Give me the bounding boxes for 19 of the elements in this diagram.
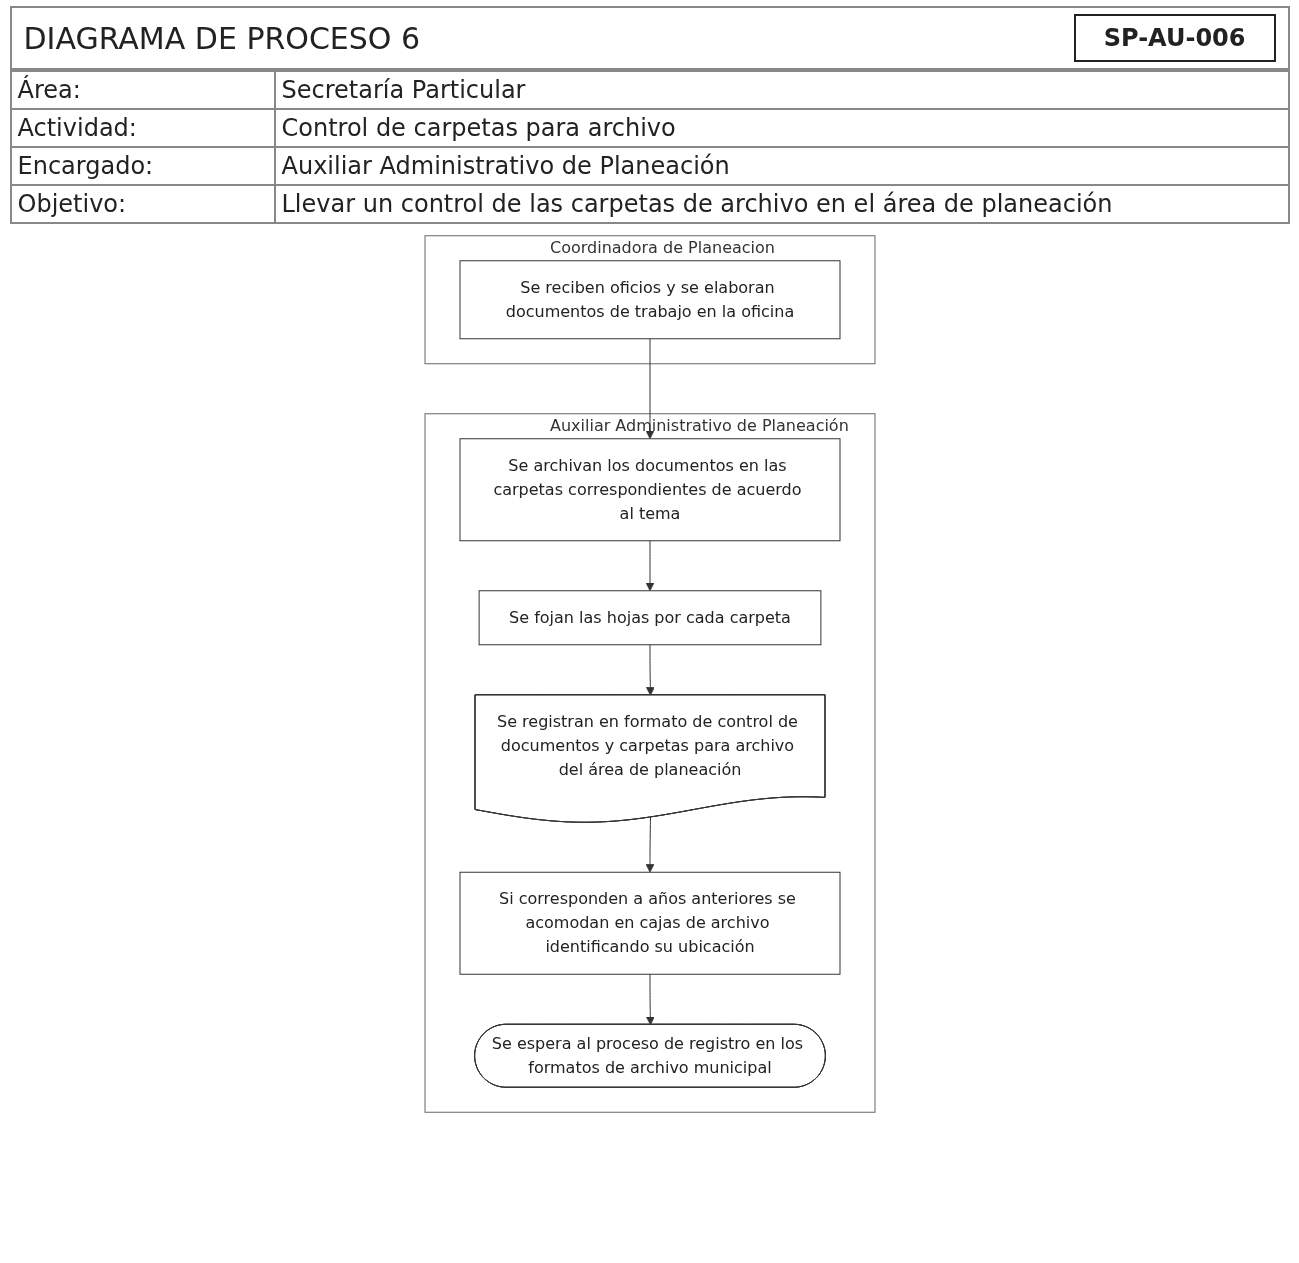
arrow — [645, 973, 655, 1026]
node-box: Se archivan los documentos en las carpetas correspondientes de acuerdo al tema — [459, 438, 840, 542]
node-box: Si corresponden a años anteriores se acomodan en cajas de archivo identificando su ubicación — [459, 871, 840, 975]
arrow — [645, 540, 654, 592]
document-code: SP-AU-006 — [1073, 14, 1276, 62]
node-box: Se fojan las hojas por cada carpeta — [478, 590, 821, 646]
diagram-title: DIAGRAMA DE PROCESO 6 — [23, 20, 421, 56]
field-value: Secretaría Particular — [274, 71, 1289, 109]
field-label: Área: — [10, 71, 275, 109]
arrow — [645, 338, 654, 440]
field-value: Llevar un control de las carpetas de archivo en el área de planeación — [274, 185, 1289, 223]
field-label: Actividad: — [10, 109, 275, 147]
field-label: Encargado: — [10, 147, 275, 185]
arrow — [645, 817, 654, 873]
node-box: Se reciben oficios y se elaboran documentos de trabajo en la oficina — [459, 260, 840, 340]
arrow — [645, 644, 655, 696]
field-label: Objetivo: — [10, 185, 275, 223]
field-value: Auxiliar Administrativo de Planeación — [274, 147, 1289, 185]
field-value: Control de carpetas para archivo — [274, 109, 1289, 147]
